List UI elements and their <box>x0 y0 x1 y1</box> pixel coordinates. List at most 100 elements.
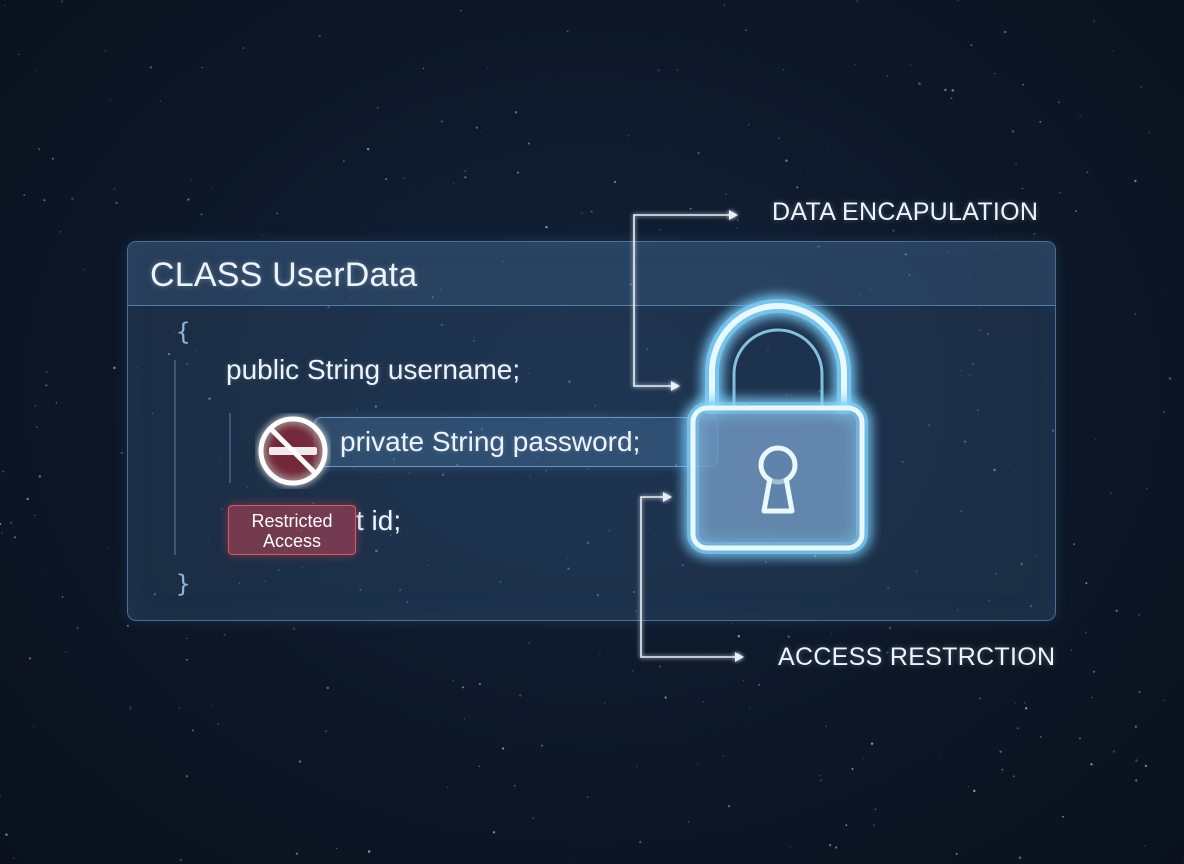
star <box>957 0 960 2</box>
star <box>828 150 830 152</box>
star <box>1084 631 1087 634</box>
star <box>1135 779 1138 782</box>
star <box>9 521 13 525</box>
star <box>375 250 377 251</box>
star <box>787 635 790 638</box>
star <box>1134 313 1136 315</box>
star <box>999 750 1002 753</box>
star <box>947 250 950 253</box>
star <box>1039 121 1042 123</box>
star <box>60 0 63 3</box>
star <box>516 171 519 174</box>
star <box>851 767 854 770</box>
star <box>749 707 751 709</box>
star <box>635 610 637 613</box>
star <box>1144 764 1148 768</box>
star <box>687 821 690 823</box>
star <box>453 182 455 184</box>
star <box>1122 824 1124 826</box>
annotation-access-restriction: ACCESS RESTRCTION <box>778 643 1056 671</box>
star <box>731 622 733 625</box>
star <box>636 765 638 768</box>
star <box>976 409 979 412</box>
star <box>856 0 859 2</box>
star <box>658 229 661 231</box>
star <box>529 475 532 478</box>
star <box>208 397 211 400</box>
star <box>675 463 678 467</box>
star <box>499 581 502 584</box>
star <box>43 117 45 118</box>
star <box>55 402 58 404</box>
star <box>837 602 839 604</box>
star <box>1112 50 1114 52</box>
star <box>739 652 740 654</box>
star <box>747 123 750 126</box>
star <box>1161 288 1164 290</box>
star <box>104 49 107 52</box>
star <box>350 296 352 299</box>
private-password-field: private String password; <box>340 426 641 457</box>
star <box>473 339 475 342</box>
star <box>431 296 434 299</box>
star <box>487 67 489 70</box>
star <box>113 366 116 370</box>
star <box>1025 707 1028 710</box>
star <box>168 353 171 356</box>
star <box>38 475 42 478</box>
star <box>208 540 210 543</box>
star <box>599 653 601 655</box>
star <box>190 179 192 181</box>
star <box>567 567 570 570</box>
star <box>566 30 569 33</box>
star <box>1086 171 1089 174</box>
star <box>17 53 20 56</box>
star <box>1057 101 1060 104</box>
star <box>1070 649 1072 651</box>
star <box>129 708 131 710</box>
star <box>927 424 931 427</box>
star <box>1163 411 1165 413</box>
star <box>987 599 991 602</box>
star <box>632 670 634 672</box>
star <box>5 833 8 836</box>
star <box>886 75 888 77</box>
class-panel-header: CLASS UserData <box>128 242 1055 306</box>
star <box>351 369 354 371</box>
star <box>501 747 505 750</box>
star <box>392 458 395 461</box>
star <box>528 373 530 375</box>
star <box>1138 613 1140 616</box>
star <box>941 715 943 717</box>
star <box>301 566 303 569</box>
class-panel: CLASS UserData <box>127 241 1056 621</box>
class-title: CLASS UserData <box>150 256 418 294</box>
star <box>408 471 411 475</box>
star <box>639 840 642 844</box>
star <box>129 706 132 709</box>
star <box>151 412 154 415</box>
star <box>386 173 388 175</box>
star <box>26 497 29 501</box>
star <box>195 349 197 352</box>
star <box>558 825 560 828</box>
star <box>908 274 911 276</box>
star <box>727 805 731 808</box>
star <box>1092 19 1096 23</box>
badge-line-access: Access <box>262 531 322 551</box>
star <box>399 588 402 592</box>
star <box>312 502 315 504</box>
star <box>819 775 821 777</box>
star <box>136 367 138 369</box>
star <box>179 859 182 862</box>
star <box>120 452 123 455</box>
star <box>619 445 621 448</box>
star <box>34 405 37 407</box>
star <box>872 824 876 827</box>
star <box>278 569 280 571</box>
star <box>153 593 156 596</box>
star <box>427 564 429 567</box>
star <box>1008 464 1010 465</box>
star <box>944 88 947 92</box>
star <box>407 348 410 350</box>
